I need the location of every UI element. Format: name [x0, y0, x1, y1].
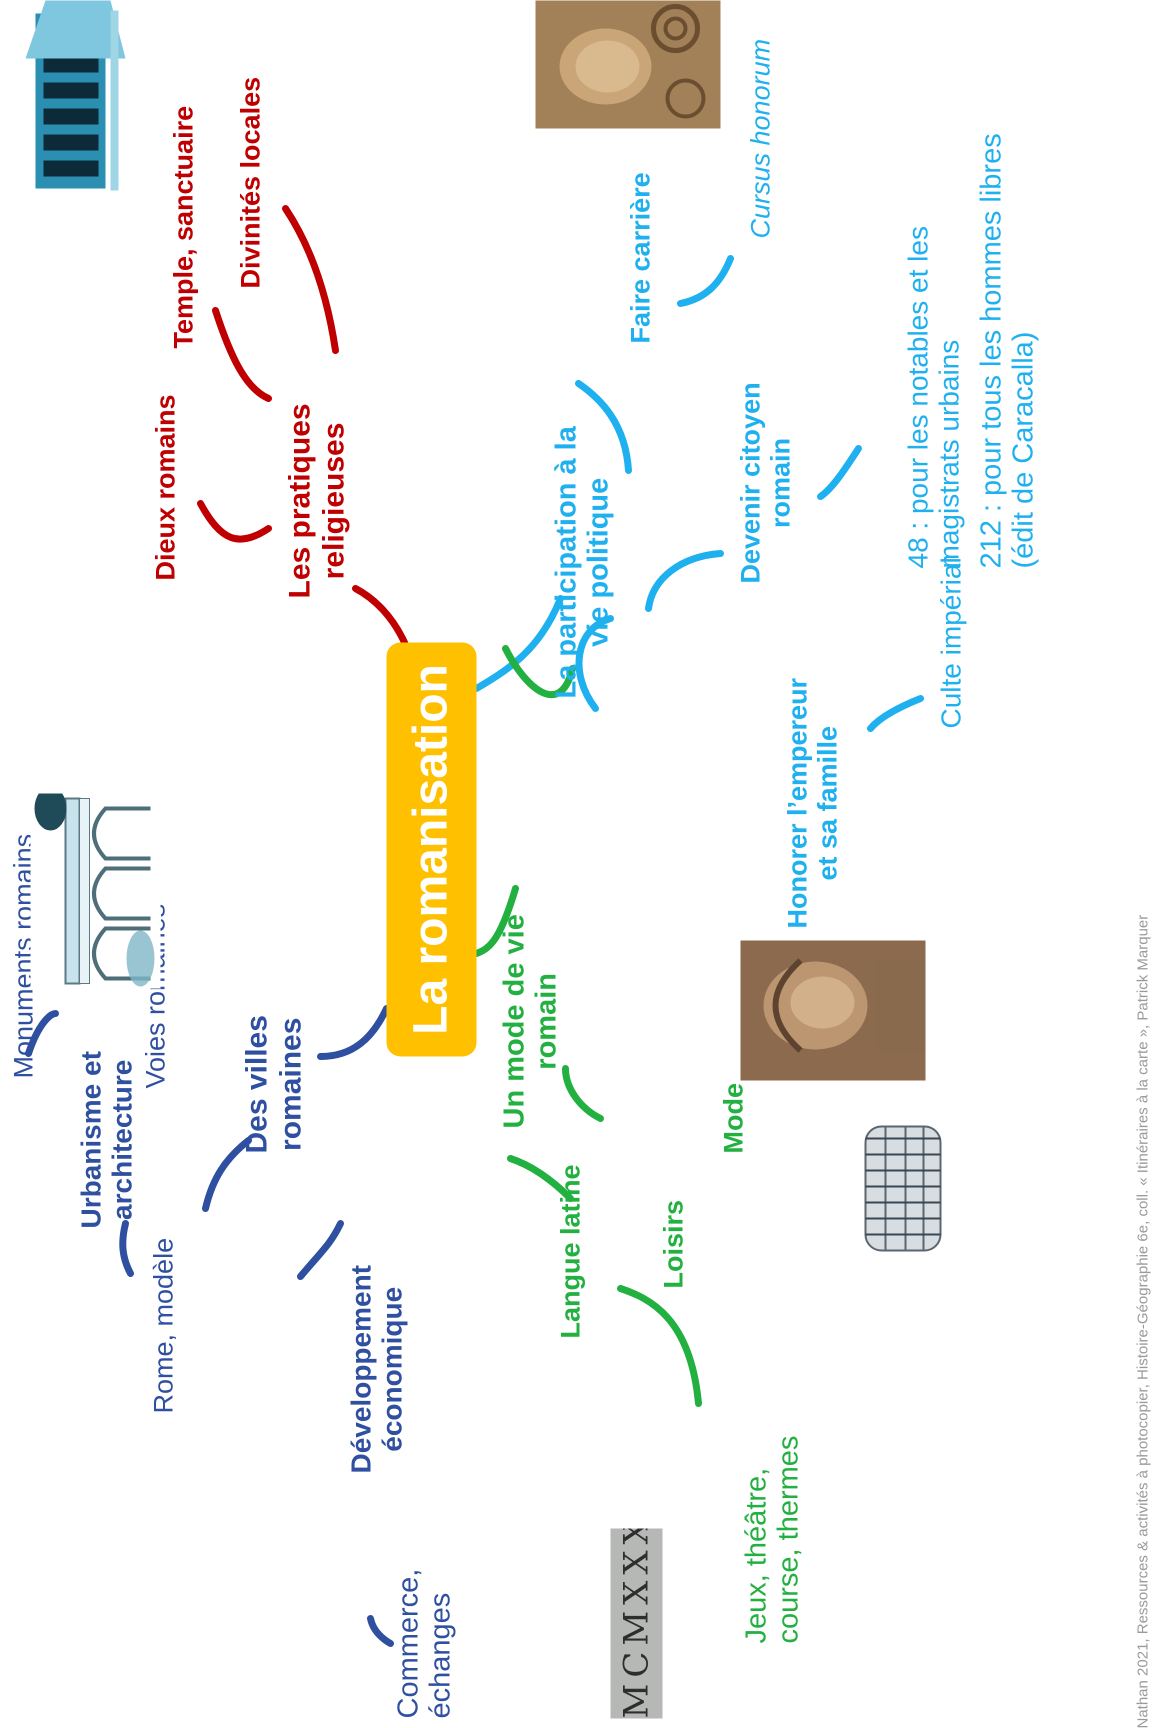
mode-de-vie-mode: Mode	[718, 1082, 748, 1154]
line-center-religion	[351, 584, 408, 646]
religion-title: Les pratiques religieuses	[283, 402, 350, 598]
line-religion-divinites	[281, 204, 339, 354]
line-religion-dieux	[196, 499, 272, 542]
politique-culte: Culte impérial	[935, 556, 966, 728]
line-villes-urbanisme	[201, 1136, 252, 1212]
line-politique-citoyen	[644, 549, 724, 612]
villes-commerce: Commerce, échanges	[392, 1568, 457, 1718]
mode-de-vie-title: Un mode de vie romain	[498, 913, 563, 1128]
line-religion-temple	[211, 306, 272, 402]
line-modedevie-mode	[501, 644, 576, 698]
woman-bust-image	[740, 940, 925, 1080]
line-center-villes	[316, 1004, 390, 1060]
line-modedevie-langue	[506, 1154, 574, 1202]
temple-image	[15, 0, 135, 198]
villes-developpement: Développement économique	[345, 1264, 408, 1474]
line-urbanisme-rome	[118, 1219, 134, 1277]
aqueduct-image	[30, 793, 160, 988]
mode-de-vie-loisirs: Loisirs	[658, 1199, 688, 1288]
line-loisirs-jeux	[616, 1284, 702, 1407]
colosseum-image	[855, 1118, 950, 1258]
line-center-politique	[472, 594, 564, 692]
line-villes-developpement	[296, 1219, 344, 1280]
source-footer: Nathan 2021, Ressources & activités à ph…	[1134, 914, 1151, 1728]
villes-title: Des villes romaines	[240, 1014, 307, 1153]
central-topic: La romanisation	[386, 642, 476, 1056]
line-center-mode-de-vie	[472, 884, 519, 957]
line-politique-empereur	[575, 614, 614, 712]
inscription-text: MCMXXX	[616, 1528, 656, 1718]
line-urbanisme-monuments	[24, 1009, 59, 1057]
religion-item-temple: Temple, sanctuaire	[168, 105, 198, 348]
latin-inscription-image: MCMXXX	[610, 1528, 662, 1718]
politique-cursus: Cursus honorum	[745, 38, 775, 238]
mode-de-vie-langue: Langue latine	[555, 1163, 585, 1338]
line-carriere-cursus	[676, 254, 734, 307]
line-citoyen-48	[816, 444, 862, 500]
politique-carriere: Faire carrière	[625, 171, 655, 343]
villes-urbanisme: Urbanisme et architecture	[75, 1050, 138, 1228]
line-empereur-culte	[866, 694, 924, 732]
line-politique-carriere	[574, 379, 632, 474]
line-dev-commerce	[366, 1614, 394, 1647]
central-title: La romanisation	[404, 663, 457, 1035]
politique-title: La participation à la vie politique	[550, 425, 615, 698]
politique-empereur: Honorer l’empereur et sa famille	[782, 677, 843, 928]
villes-rome: Rome, modèle	[148, 1237, 178, 1413]
mode-de-vie-jeux: Jeux, théâtre, course, thermes	[740, 1435, 805, 1643]
line-modedevie-loisirs	[561, 1064, 604, 1122]
politique-citoyen: Devenir citoyen romain	[735, 381, 796, 583]
politique-date-212: 212 : pour tous les hommes libres (édit …	[975, 132, 1040, 568]
religion-item-divinites: Divinités locales	[235, 76, 265, 288]
bust-image	[535, 0, 720, 128]
politique-date-48: 48 : pour les notables et les magistrats…	[902, 225, 965, 568]
religion-item-dieux: Dieux romains	[150, 393, 180, 580]
